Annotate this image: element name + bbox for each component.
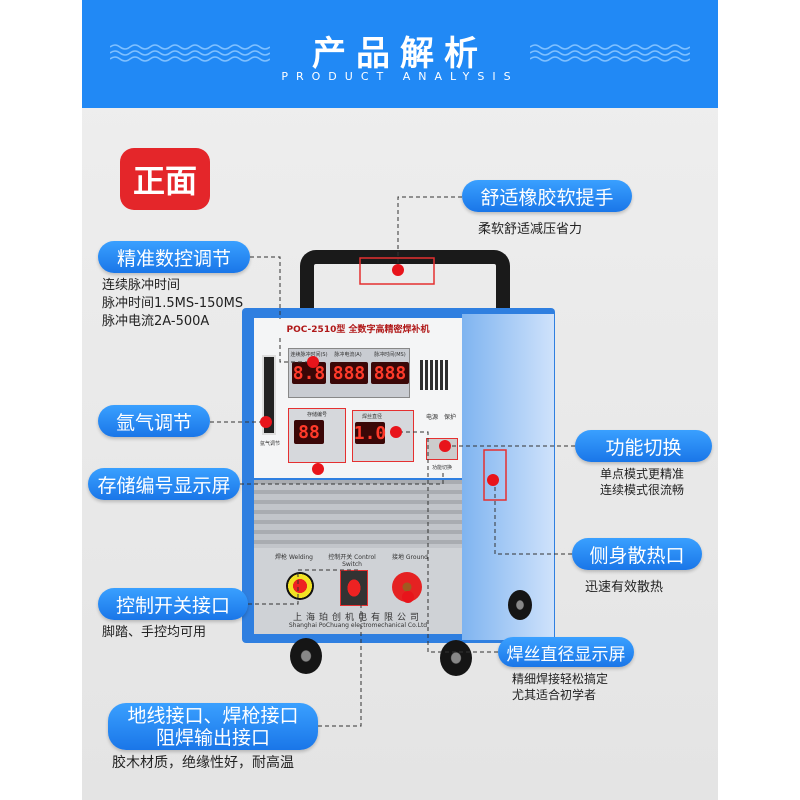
callout-ports: 地线接口、焊枪接口 阻焊输出接口 <box>108 703 318 750</box>
pulse-current-label: 脉冲电流(A) <box>334 352 362 358</box>
argon-label: 氩气调节 <box>259 441 280 447</box>
note-line: 连续模式很流畅 <box>600 483 685 497</box>
welding-port[interactable] <box>286 572 314 600</box>
welding-machine: POC-2510型 全数字高精密焊补机 8.8 888 888 脉冲电流(A) … <box>240 250 560 680</box>
function-switch-label: 功能切换 <box>431 465 452 471</box>
wave-decoration-left <box>110 44 270 62</box>
callout-vent-note: 迅速有效散热 <box>585 580 664 595</box>
callout-ports-line1: 地线接口、焊枪接口 <box>127 704 299 727</box>
note-line: 脉冲电流2A-500A <box>102 314 210 329</box>
wheel-back <box>508 590 532 620</box>
storage-marker-dot <box>312 463 324 475</box>
control-switch-label: 控制开关 Control Switch <box>328 554 376 568</box>
callout-function-notes: 单点模式更精准 连续模式很流畅 <box>600 466 684 498</box>
power-indicator-label: 电源 <box>425 414 438 421</box>
callout-handle-note: 柔软舒适减压省力 <box>478 222 583 237</box>
callout-ports-note: 胶木材质，绝缘性好，耐高温 <box>112 755 294 771</box>
callout-vent: 侧身散热口 <box>572 538 702 570</box>
callout-function: 功能切换 <box>575 430 712 462</box>
wheel-right <box>440 640 472 676</box>
callout-storage: 存储编号显示屏 <box>88 468 240 500</box>
note-line: 脉冲时间1.5MS-150MS <box>102 296 244 311</box>
qr-code <box>420 360 450 390</box>
callout-wire-notes: 精细焊接轻松搞定 尤其适合初学者 <box>512 671 608 703</box>
argon-flowmeter <box>262 355 276 435</box>
pulse-time-label: 脉冲时间(MS) <box>374 352 406 358</box>
argon-marker-dot <box>260 416 272 428</box>
handle-marker-dot <box>392 264 404 276</box>
vent-panel <box>254 480 462 548</box>
wire-diameter-display: 1.0 <box>353 422 387 444</box>
continuous-label: 连续脉冲时间(S) <box>290 352 328 358</box>
wire-diameter-label: 焊丝直径 <box>361 414 382 420</box>
cnc-marker-dot <box>307 356 319 368</box>
storage-number-label: 存储编号 <box>306 412 327 418</box>
callout-control: 控制开关接口 <box>98 588 248 620</box>
wire-marker-dot <box>390 426 402 438</box>
note-line: 单点模式更精准 <box>600 467 685 481</box>
pulse-current-display: 888 <box>330 362 368 384</box>
header-banner: 产品解析 PRODUCT ANALYSIS <box>82 0 718 108</box>
callout-cnc: 精准数控调节 <box>98 241 250 273</box>
wave-decoration-right <box>530 44 690 62</box>
page-subtitle: PRODUCT ANALYSIS <box>281 70 519 83</box>
company-name-cn: 上海珀创机电有限公司 <box>292 613 423 623</box>
ground-port-label: 接地 Ground <box>392 554 428 561</box>
control-marker-dot <box>402 591 414 603</box>
front-view-badge: 正面 <box>120 148 210 210</box>
pulse-time-display: 888 <box>371 362 409 384</box>
continuous-time-display: 8.8 <box>292 362 326 384</box>
protect-indicator-label: 保护 <box>443 414 456 421</box>
callout-ports-line2: 阻焊输出接口 <box>155 726 270 749</box>
company-name-en: Shanghai PoChuang electromechanical Co.L… <box>288 622 428 629</box>
note-line: 精细焊接轻松搞定 <box>512 672 609 686</box>
storage-number-display: 88 <box>294 420 324 444</box>
callout-wire: 焊丝直径显示屏 <box>498 637 634 667</box>
vent-marker-dot <box>487 474 499 486</box>
welding-port-label: 焊枪 Welding <box>275 554 313 561</box>
callout-argon: 氩气调节 <box>98 405 210 437</box>
handle <box>300 250 510 312</box>
note-line: 连续脉冲时间 <box>102 278 181 293</box>
model-label: POC-2510型 全数字高精密焊补机 <box>286 325 430 335</box>
control-switch-port[interactable] <box>340 570 368 606</box>
callout-cnc-notes: 连续脉冲时间 脉冲时间1.5MS-150MS 脉冲电流2A-500A <box>102 277 243 331</box>
side-panel <box>462 314 554 640</box>
callout-control-note: 脚踏、手控均可用 <box>102 625 207 640</box>
callout-handle: 舒适橡胶软提手 <box>462 180 632 212</box>
note-line: 尤其适合初学者 <box>512 688 597 702</box>
page-title: 产品解析 <box>312 34 488 74</box>
function-marker-dot <box>439 440 451 452</box>
wheel-left <box>290 638 322 674</box>
